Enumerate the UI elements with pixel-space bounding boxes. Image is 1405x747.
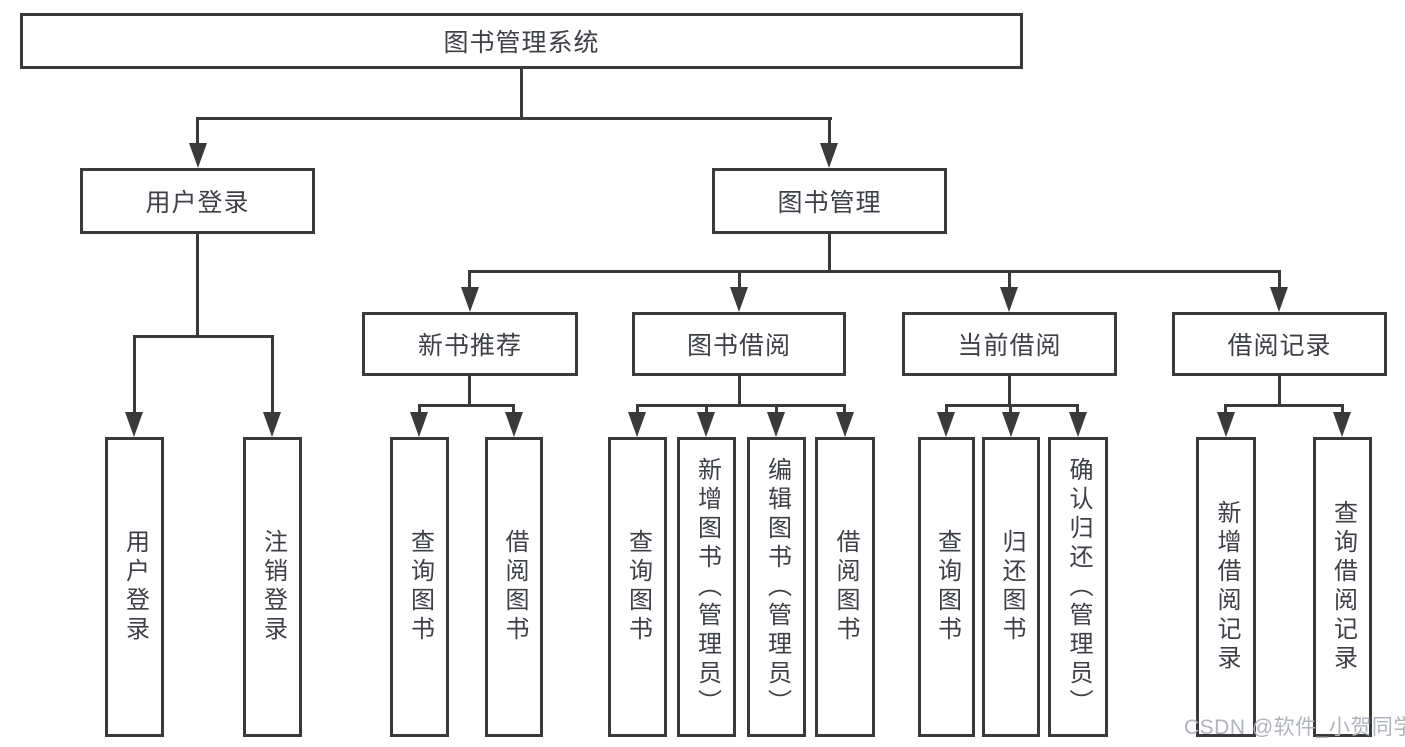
connector-drop-leaf-logout <box>271 335 274 415</box>
leaf-bb-query-book-label: 查询图书 <box>624 529 652 645</box>
connector-root-hline <box>196 117 832 120</box>
arrowhead-nb-borrow <box>505 412 523 437</box>
leaf-user-login: 用户登录 <box>105 437 164 737</box>
leaf-bb-edit-book-admin: 编辑图书（管理员） <box>747 437 806 737</box>
node-book-borrowing-label: 图书借阅 <box>686 332 791 360</box>
connector-drop-book-borrowing <box>738 270 741 295</box>
leaf-cb-confirm-return-admin-label: 确认归还（管理员） <box>1065 456 1092 718</box>
connector-borrowing-records-stub <box>1278 376 1281 405</box>
connector-drop-borrowing-records <box>1278 270 1281 295</box>
arrowhead-book-management <box>820 143 838 168</box>
node-current-borrowing-label: 当前借阅 <box>957 332 1062 360</box>
arrowhead-cb-return <box>1002 412 1020 437</box>
arrowhead-bb-query <box>628 412 646 437</box>
arrowhead-bb-edit <box>767 412 785 437</box>
connector-drop-bb-query <box>636 404 639 415</box>
arrowhead-cb-query <box>937 412 955 437</box>
connector-user-login-hline <box>133 335 274 338</box>
arrowhead-br-query <box>1333 412 1351 437</box>
leaf-nb-query-book-label: 查询图书 <box>406 529 434 645</box>
node-book-borrowing: 图书借阅 <box>632 312 846 376</box>
leaf-br-query-record: 查询借阅记录 <box>1313 437 1372 737</box>
connector-drop-bb-edit <box>775 404 778 415</box>
connector-borrowing-records-hline <box>1224 404 1343 407</box>
leaf-cb-confirm-return-admin: 确认归还（管理员） <box>1048 437 1108 737</box>
arrowhead-bb-add <box>697 412 715 437</box>
leaf-user-login-label: 用户登录 <box>121 529 149 645</box>
leaf-bb-borrow-book-label: 借阅图书 <box>832 529 859 645</box>
connector-drop-leaf-login <box>133 335 136 415</box>
connector-drop-book-management <box>828 117 831 147</box>
connector-user-login-stub <box>196 234 199 337</box>
connector-drop-cb-confirm <box>1076 404 1079 415</box>
arrowhead-cb-confirm <box>1069 412 1087 437</box>
leaf-logout: 注销登录 <box>243 437 302 737</box>
connector-book-borrowing-hline <box>636 404 846 407</box>
node-new-book-recommend-label: 新书推荐 <box>417 332 522 360</box>
connector-book-management-stub <box>828 234 831 272</box>
connector-drop-bb-add <box>705 404 708 415</box>
connector-root-stub <box>520 69 523 118</box>
arrowhead-new-book <box>461 287 479 312</box>
connector-drop-user-login <box>196 117 199 147</box>
arrowhead-bb-borrow <box>836 412 854 437</box>
connector-drop-new-book <box>468 270 471 295</box>
arrowhead-leaf-logout <box>263 412 281 437</box>
node-book-management-label: 图书管理 <box>777 189 882 217</box>
node-user-login: 用户登录 <box>80 168 315 234</box>
arrowhead-current-borrowing <box>1000 287 1018 312</box>
connector-level3-hline <box>468 270 1281 273</box>
arrowhead-borrowing-records <box>1270 287 1288 312</box>
leaf-bb-query-book: 查询图书 <box>608 437 667 737</box>
leaf-nb-borrow-book-label: 借阅图书 <box>501 529 528 645</box>
node-book-management: 图书管理 <box>712 168 947 234</box>
csdn-watermark: CSDN @软件_小贺同学 <box>1184 716 1405 739</box>
arrowhead-user-login <box>189 143 207 168</box>
connector-drop-current-borrowing <box>1008 270 1011 295</box>
leaf-bb-edit-book-admin-label: 编辑图书（管理员） <box>763 456 791 718</box>
node-library-system-label: 图书管理系统 <box>443 29 600 57</box>
leaf-bb-borrow-book: 借阅图书 <box>815 437 875 737</box>
node-borrowing-records-label: 借阅记录 <box>1227 332 1332 360</box>
connector-drop-cb-query <box>945 404 948 415</box>
leaf-bb-add-book-admin-label: 新增图书（管理员） <box>693 456 721 718</box>
leaf-logout-label: 注销登录 <box>259 529 287 645</box>
connector-book-borrowing-stub <box>738 376 741 405</box>
arrowhead-leaf-login <box>125 412 143 437</box>
connector-drop-br-add <box>1224 404 1227 415</box>
node-borrowing-records: 借阅记录 <box>1172 312 1387 376</box>
node-current-borrowing: 当前借阅 <box>902 312 1117 376</box>
leaf-cb-query-book-label: 查询图书 <box>933 529 961 645</box>
connector-drop-bb-borrow <box>843 404 846 415</box>
leaf-br-add-record-label: 新增借阅记录 <box>1213 500 1240 674</box>
node-new-book-recommend: 新书推荐 <box>362 312 578 376</box>
node-library-system: 图书管理系统 <box>20 13 1023 69</box>
arrowhead-book-borrowing <box>730 287 748 312</box>
leaf-nb-query-book: 查询图书 <box>390 437 449 737</box>
leaf-bb-add-book-admin: 新增图书（管理员） <box>677 437 736 737</box>
leaf-br-add-record: 新增借阅记录 <box>1196 437 1256 737</box>
connector-drop-nb-borrow <box>512 404 515 415</box>
connector-drop-cb-return <box>1009 404 1012 415</box>
connector-new-book-stub <box>468 376 471 405</box>
arrowhead-br-add <box>1217 412 1235 437</box>
connector-drop-nb-query <box>418 404 421 415</box>
leaf-cb-return-book-label: 归还图书 <box>998 529 1025 645</box>
leaf-br-query-record-label: 查询借阅记录 <box>1329 500 1357 674</box>
leaf-nb-borrow-book: 借阅图书 <box>485 437 543 737</box>
arrowhead-nb-query <box>410 412 428 437</box>
leaf-cb-return-book: 归还图书 <box>982 437 1040 737</box>
node-user-login-label: 用户登录 <box>145 189 250 217</box>
leaf-cb-query-book: 查询图书 <box>918 437 975 737</box>
connector-current-borrowing-stub <box>1008 376 1011 405</box>
connector-new-book-hline <box>418 404 515 407</box>
connector-current-borrowing-hline <box>945 404 1079 407</box>
connector-drop-br-query <box>1341 404 1344 415</box>
